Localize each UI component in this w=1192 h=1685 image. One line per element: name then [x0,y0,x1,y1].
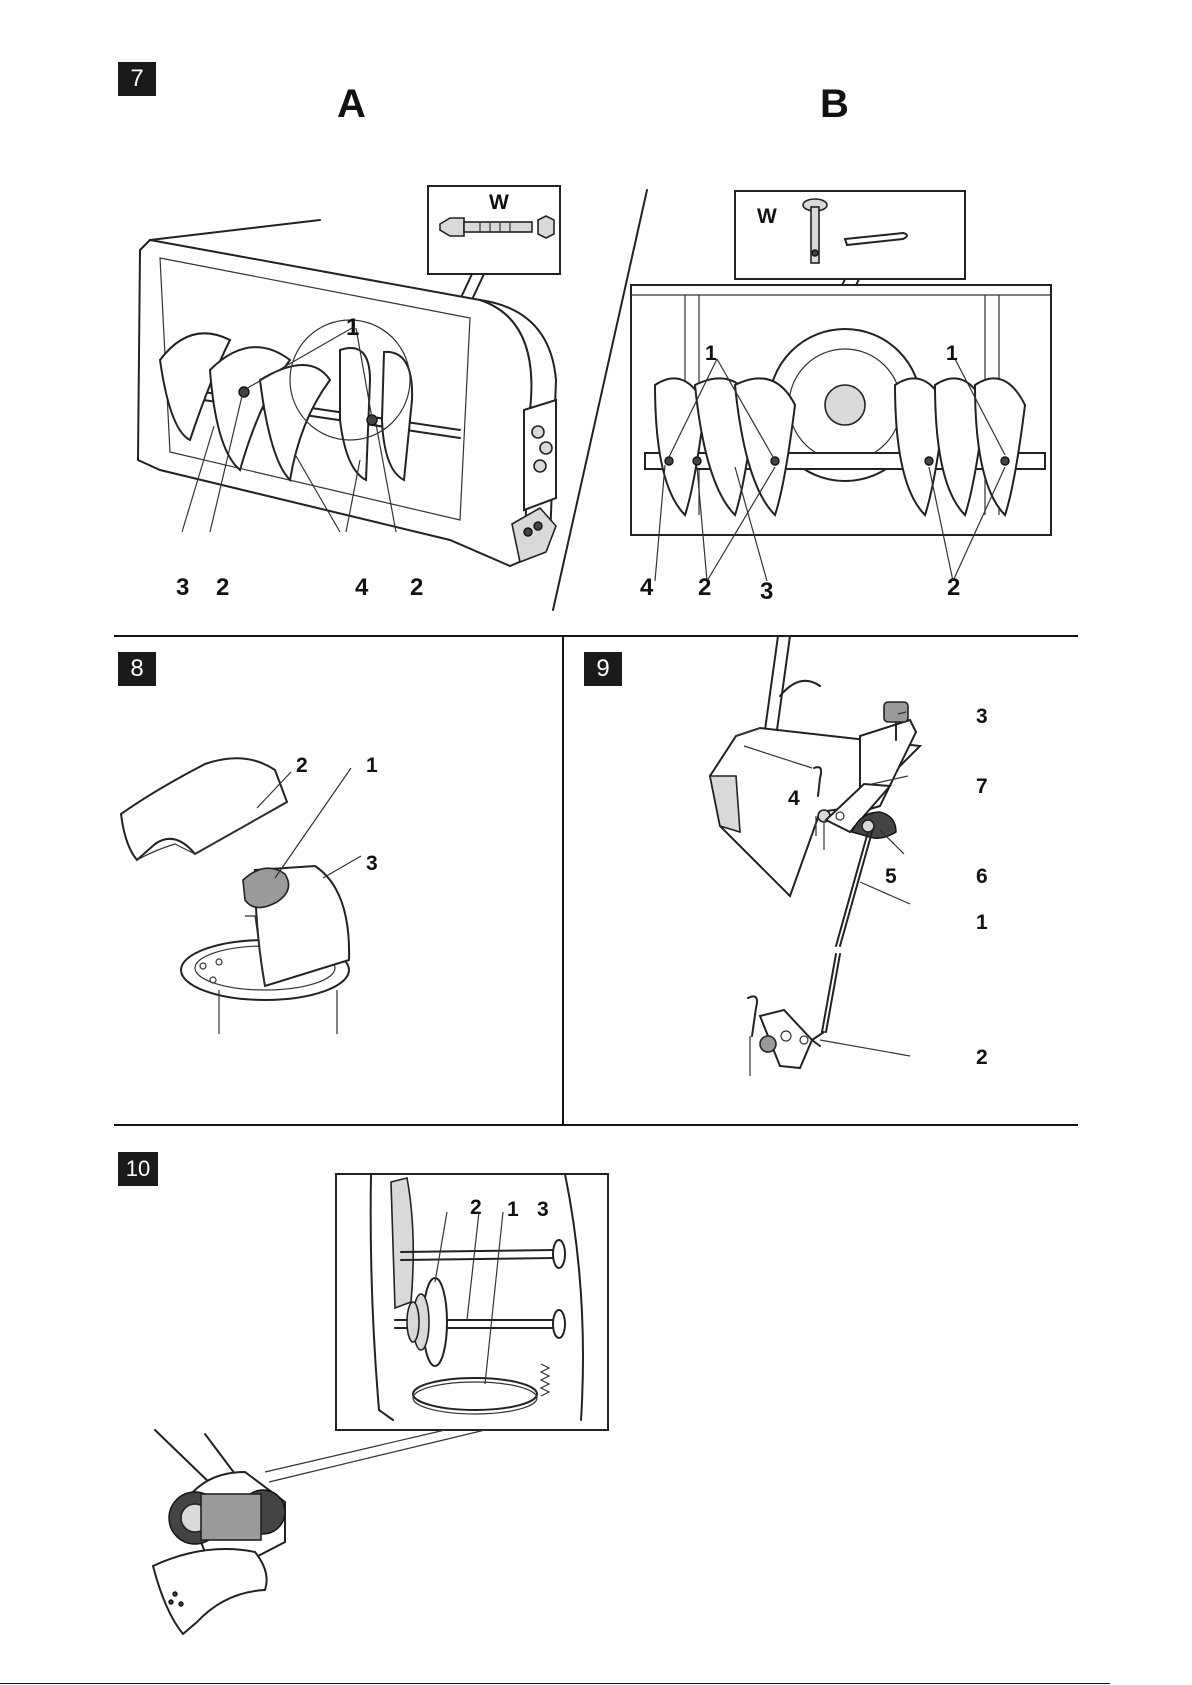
panel-b-callout-2-right: 2 [947,576,960,600]
figure-8-number: 8 [118,652,156,686]
fig8-callout-1: 1 [366,755,378,776]
fig10-callout-1: 1 [507,1199,519,1220]
panel-a-callout-3: 3 [176,576,189,600]
control-rod-illustration [700,636,990,1106]
panel-b-callout-1-left: 1 [705,343,717,364]
panel-a-inset-label: W [489,192,509,213]
panel-b-letter: B [820,82,849,127]
auger-housing-illustration-b [625,185,1075,585]
fig9-callout-1: 1 [976,912,988,933]
panel-b-callout-2-left: 2 [698,576,711,600]
fig9-callout-2: 2 [976,1047,988,1068]
fig9-callout-6: 6 [976,866,988,887]
fig9-callout-7: 7 [976,776,988,797]
divider-middle [562,635,564,1125]
panel-a-letter: A [337,82,366,127]
figure-9-number: 9 [584,652,622,686]
fig10-callout-2: 2 [470,1197,482,1218]
fig9-callout-3: 3 [976,706,988,727]
fig9-callout-5: 5 [885,866,897,887]
panel-b-callout-4: 4 [640,576,653,600]
divider-bottom [114,1124,1078,1126]
page-bottom-rule [0,1683,1110,1684]
chute-illustration [115,750,375,1040]
fig8-callout-3: 3 [366,853,378,874]
panel-b-callout-1-right: 1 [946,343,958,364]
panel-b-callout-3: 3 [760,580,773,604]
figure-7-number: 7 [118,62,156,96]
friction-wheel-illustration [145,1172,615,1642]
fig8-callout-2: 2 [296,755,308,776]
panel-b-inset-label: W [757,206,777,227]
fig10-callout-3: 3 [537,1199,549,1220]
fig9-callout-4: 4 [788,788,800,809]
panel-a-callout-1: 1 [346,316,359,340]
panel-a-callout-4: 4 [355,576,368,600]
panel-a-callout-2-left: 2 [216,576,229,600]
panel-a-callout-2-right: 2 [410,576,423,600]
